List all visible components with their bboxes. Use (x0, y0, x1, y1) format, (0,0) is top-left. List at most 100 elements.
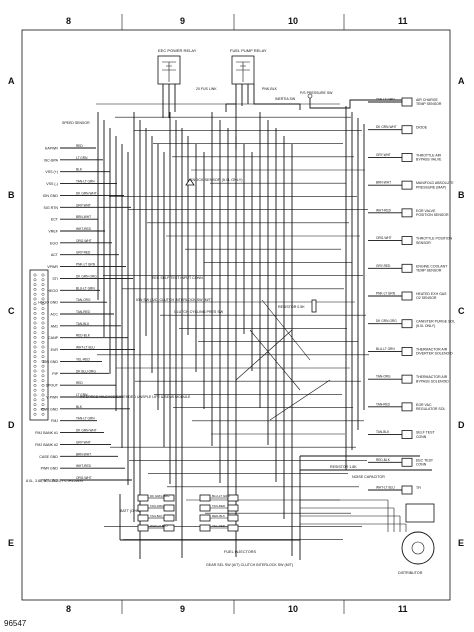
diagram-id: 96547 (4, 619, 27, 628)
ecu-pin-label: EVR (51, 348, 59, 352)
ecu-pin-label: FMJ (51, 419, 58, 423)
ecu-pin-label: HEGO (47, 289, 58, 293)
clutch-label: CLUTCH CYCLING PRES SW (174, 310, 224, 314)
wire-color-tag: RED-BLK (376, 458, 391, 462)
wire-color-tag: YEL-RED (76, 357, 91, 361)
ecu-pin-label: IGN GND (43, 194, 59, 198)
row-label: B (458, 190, 465, 200)
wire-color-tag: WHT-LT BLU (376, 486, 395, 490)
col-label: 9 (180, 16, 185, 26)
ecu-pin-label: VREF (48, 230, 58, 234)
ecu-connector: 8.0L, 3.8L, 8.7L ELECT CTRL ASSY (26, 269, 85, 483)
injector (227, 504, 239, 512)
ecu-pin-label: ACT (51, 253, 59, 257)
distributor-label: DISTRIBUTOR (398, 571, 423, 575)
wire-color-tag: DK GRN-ORG (150, 494, 170, 498)
wire-color-tag: ORG-WHT (76, 476, 92, 480)
resistor-label: RESISTOR 0.5K (278, 305, 305, 309)
right-row-labels: A B C D E (458, 76, 465, 548)
row-label: C (458, 306, 465, 316)
ecu-pin-label: V PWR (46, 396, 58, 400)
harness-wire (235, 329, 293, 381)
wire-color-tag: RED-BLK (76, 334, 91, 338)
sensor-connector (401, 430, 413, 439)
distributor (401, 503, 435, 565)
self-test-label: EEC SELF TEST INPUT CONN (152, 276, 203, 280)
computer-label: 8.0L, 3.8L, 8.7L ELECT CTRL ASSY (26, 479, 85, 483)
wire-color-tag: BRN-WHT (76, 452, 91, 456)
sensor-connector (401, 319, 413, 329)
col-label: 10 (288, 16, 298, 26)
col-label: 11 (398, 604, 408, 614)
ecu-pin-label: VSS (-) (46, 182, 58, 186)
ecu-pin-label: KAPWR (45, 147, 59, 151)
wire-color-tag: LT GRN (76, 393, 88, 397)
sensor-label: DIODE (416, 126, 428, 130)
batt-label: BATT (OHM) (120, 509, 141, 513)
sensor-connector (401, 347, 413, 356)
ecu-pin-label: ECT (51, 218, 59, 222)
ecu-pin-label: EGO (50, 241, 58, 245)
ecu-pin-label: SPOUT (46, 384, 59, 388)
ecu-pin-label: FMJ BANK #1 (35, 431, 58, 435)
wire-color-tag: BRN-WHT (76, 215, 91, 219)
wire-color-tag: GRY-WHT (76, 203, 91, 207)
row-label: E (8, 538, 14, 548)
sensor-connector (401, 153, 413, 162)
wire-color-tag: DK BLU-ORG (76, 369, 96, 373)
ecu-pin-label: CANP (48, 336, 59, 340)
wire-color-tag: TAN-BLK (150, 514, 162, 518)
ecu-pin-label: HEGO GND (38, 301, 58, 305)
wire-color-tag: DK GRN-WHT (76, 429, 97, 433)
ecu-pin-label: PIP (52, 372, 58, 376)
ecu-pin-label: IGN GND (43, 360, 59, 364)
wire-color-tag: WHT-RED (76, 227, 92, 231)
fuse-link-label: 20 FUS LINK (196, 87, 217, 91)
sensor-connector (401, 236, 413, 245)
wire-color-tag: TAN-RED (212, 504, 226, 508)
bottom-column-labels: 8 9 10 11 (66, 600, 408, 614)
row-label: A (458, 76, 465, 86)
wire-color-tag: TAN-ORG (376, 375, 391, 379)
sensor-connector (401, 97, 413, 107)
sensor-connector (401, 180, 413, 190)
ecu-pin-label: PWR GND (41, 407, 59, 411)
injector (199, 504, 211, 512)
wire-color-tag: RED-BLK (212, 514, 225, 518)
wire-color-tag: PNK-LT GRN (376, 292, 396, 296)
module-label: INFERRED MILEAGE EXTENDED UNSPLE LIFE & … (80, 395, 191, 399)
row-label: B (8, 190, 15, 200)
ecu-pin-label: AM1 (51, 324, 58, 328)
fuel-injectors-label: FUEL INJECTORS (224, 550, 257, 554)
left-row-labels: A B C D E (8, 76, 15, 548)
wire-color-tag: DK GRN-ORG (76, 274, 97, 278)
sensor-connector (401, 402, 413, 412)
sensor-connector (401, 291, 413, 301)
wire-color-tag: WHT-LT BLU (150, 524, 168, 528)
harness-wire (249, 329, 301, 391)
injector (227, 514, 239, 522)
noise-capacitor-label: NOISE CAPACITOR (352, 475, 385, 479)
sensor-connector (401, 457, 413, 467)
wire-color-tag: GRY-WHT (376, 153, 391, 157)
row-label: A (8, 76, 15, 86)
speed-sensor-label: SPEED SENSOR (62, 121, 90, 125)
sensor-connector (401, 263, 413, 273)
wire-color-tag: YEL-RED (212, 524, 226, 528)
sensor-connector (401, 208, 413, 218)
wire-color-tag: TAN-LT GRN (376, 98, 395, 102)
wire-color-tag: LT GRN (76, 156, 88, 160)
wire-color-tag: BLK (76, 168, 83, 172)
sensor-label: TFI (416, 486, 421, 490)
